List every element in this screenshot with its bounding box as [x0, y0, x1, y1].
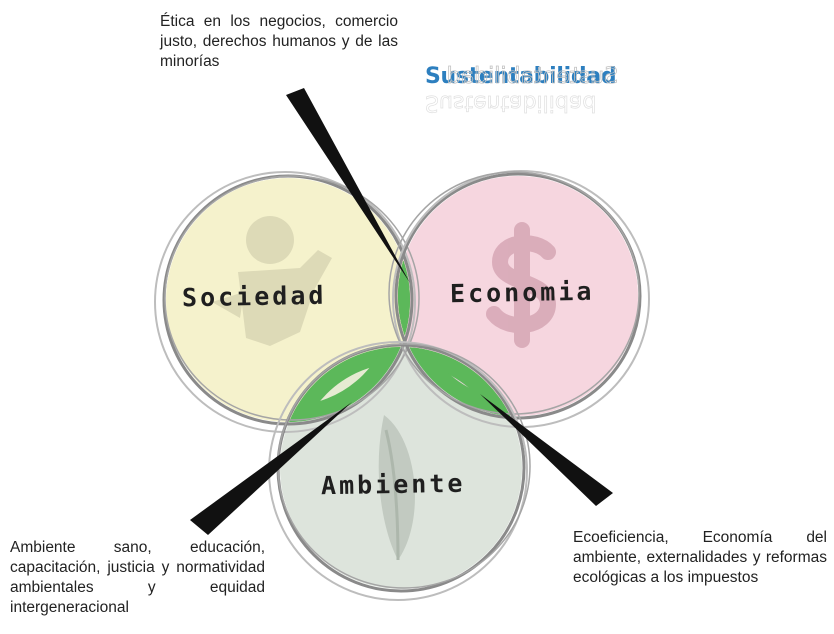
top-caption: Ética en los negocios, comercio justo, d…	[160, 13, 398, 70]
title-mirror: Sustentabilidad	[446, 64, 618, 90]
dollar-icon	[486, 222, 557, 348]
bottom-left-caption: Ambiente sano, educación, capacitación, …	[10, 539, 265, 616]
environment-label: Ambiente	[320, 468, 466, 501]
society-label: Sociedad	[181, 280, 327, 313]
person-icon	[212, 216, 332, 346]
pointer-bottom-left	[190, 402, 352, 535]
diagram-title: Sustentabilidad	[425, 64, 617, 89]
circle-outlines	[154, 170, 650, 601]
pointer-bottom-right	[480, 394, 613, 506]
leaf-icon	[378, 415, 415, 561]
economy-label: Economia	[449, 276, 595, 309]
title-reflection: Sustentabilidad	[425, 90, 597, 116]
pointer-top	[286, 88, 410, 283]
bottom-right-caption: Ecoeficiencia, Economía del ambiente, ex…	[573, 529, 827, 586]
pointer-wedges	[190, 88, 613, 535]
